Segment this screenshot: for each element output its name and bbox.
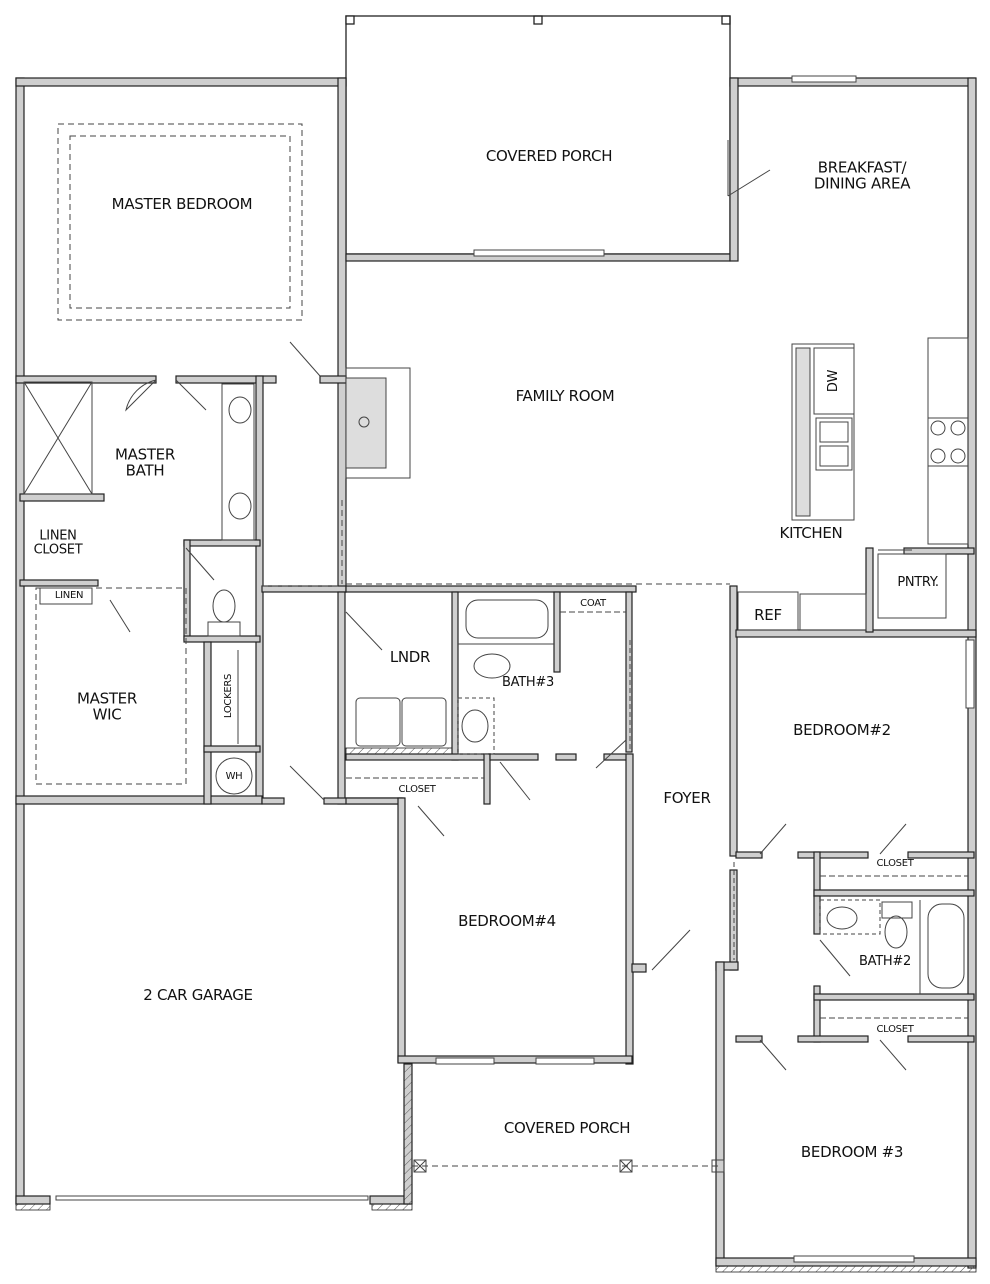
lockers-label: LOCKERS [222, 673, 234, 719]
refrigerator-label: REF [754, 606, 782, 625]
front-covered-porch-label: COVERED PORCH [503, 1119, 631, 1138]
bedroom2-label: BEDROOM#2 [793, 721, 891, 740]
pantry-label: PNTRY. [897, 575, 939, 591]
family-room-label: FAMILY ROOM [515, 387, 615, 406]
bedroom3-label: BEDROOM #3 [800, 1143, 904, 1162]
kitchen-label: KITCHEN [779, 524, 843, 543]
master-bath-label: MASTER BATH [115, 445, 175, 479]
bath3-label: BATH#3 [502, 675, 554, 691]
laundry-label: LNDR [389, 648, 431, 667]
rear-covered-porch-label: COVERED PORCH [485, 147, 613, 166]
coat-closet-label: COAT [580, 597, 606, 609]
rear-porch-outline [345, 15, 731, 255]
bedroom3-closet-label: CLOSET [876, 1023, 914, 1035]
master-wic-label: MASTER WIC [77, 689, 137, 723]
master-bedroom-label: MASTER BEDROOM [111, 195, 253, 214]
water-heater-label: WH [225, 770, 243, 782]
foyer-label: FOYER [663, 789, 711, 808]
bedroom4-label: BEDROOM#4 [458, 912, 556, 931]
bath2-label: BATH#2 [859, 954, 911, 970]
bedroom2-closet-label: CLOSET [876, 857, 914, 869]
laundry-closet-label: CLOSET [398, 783, 436, 795]
garage-label: 2 CAR GARAGE [143, 986, 253, 1005]
dishwasher-label: DW [826, 369, 842, 393]
linen-closet-label: LINEN CLOSET [33, 528, 83, 557]
breakfast-dining-label: BREAKFAST/ DINING AREA [813, 158, 911, 192]
linen-label: LINEN [54, 589, 84, 601]
